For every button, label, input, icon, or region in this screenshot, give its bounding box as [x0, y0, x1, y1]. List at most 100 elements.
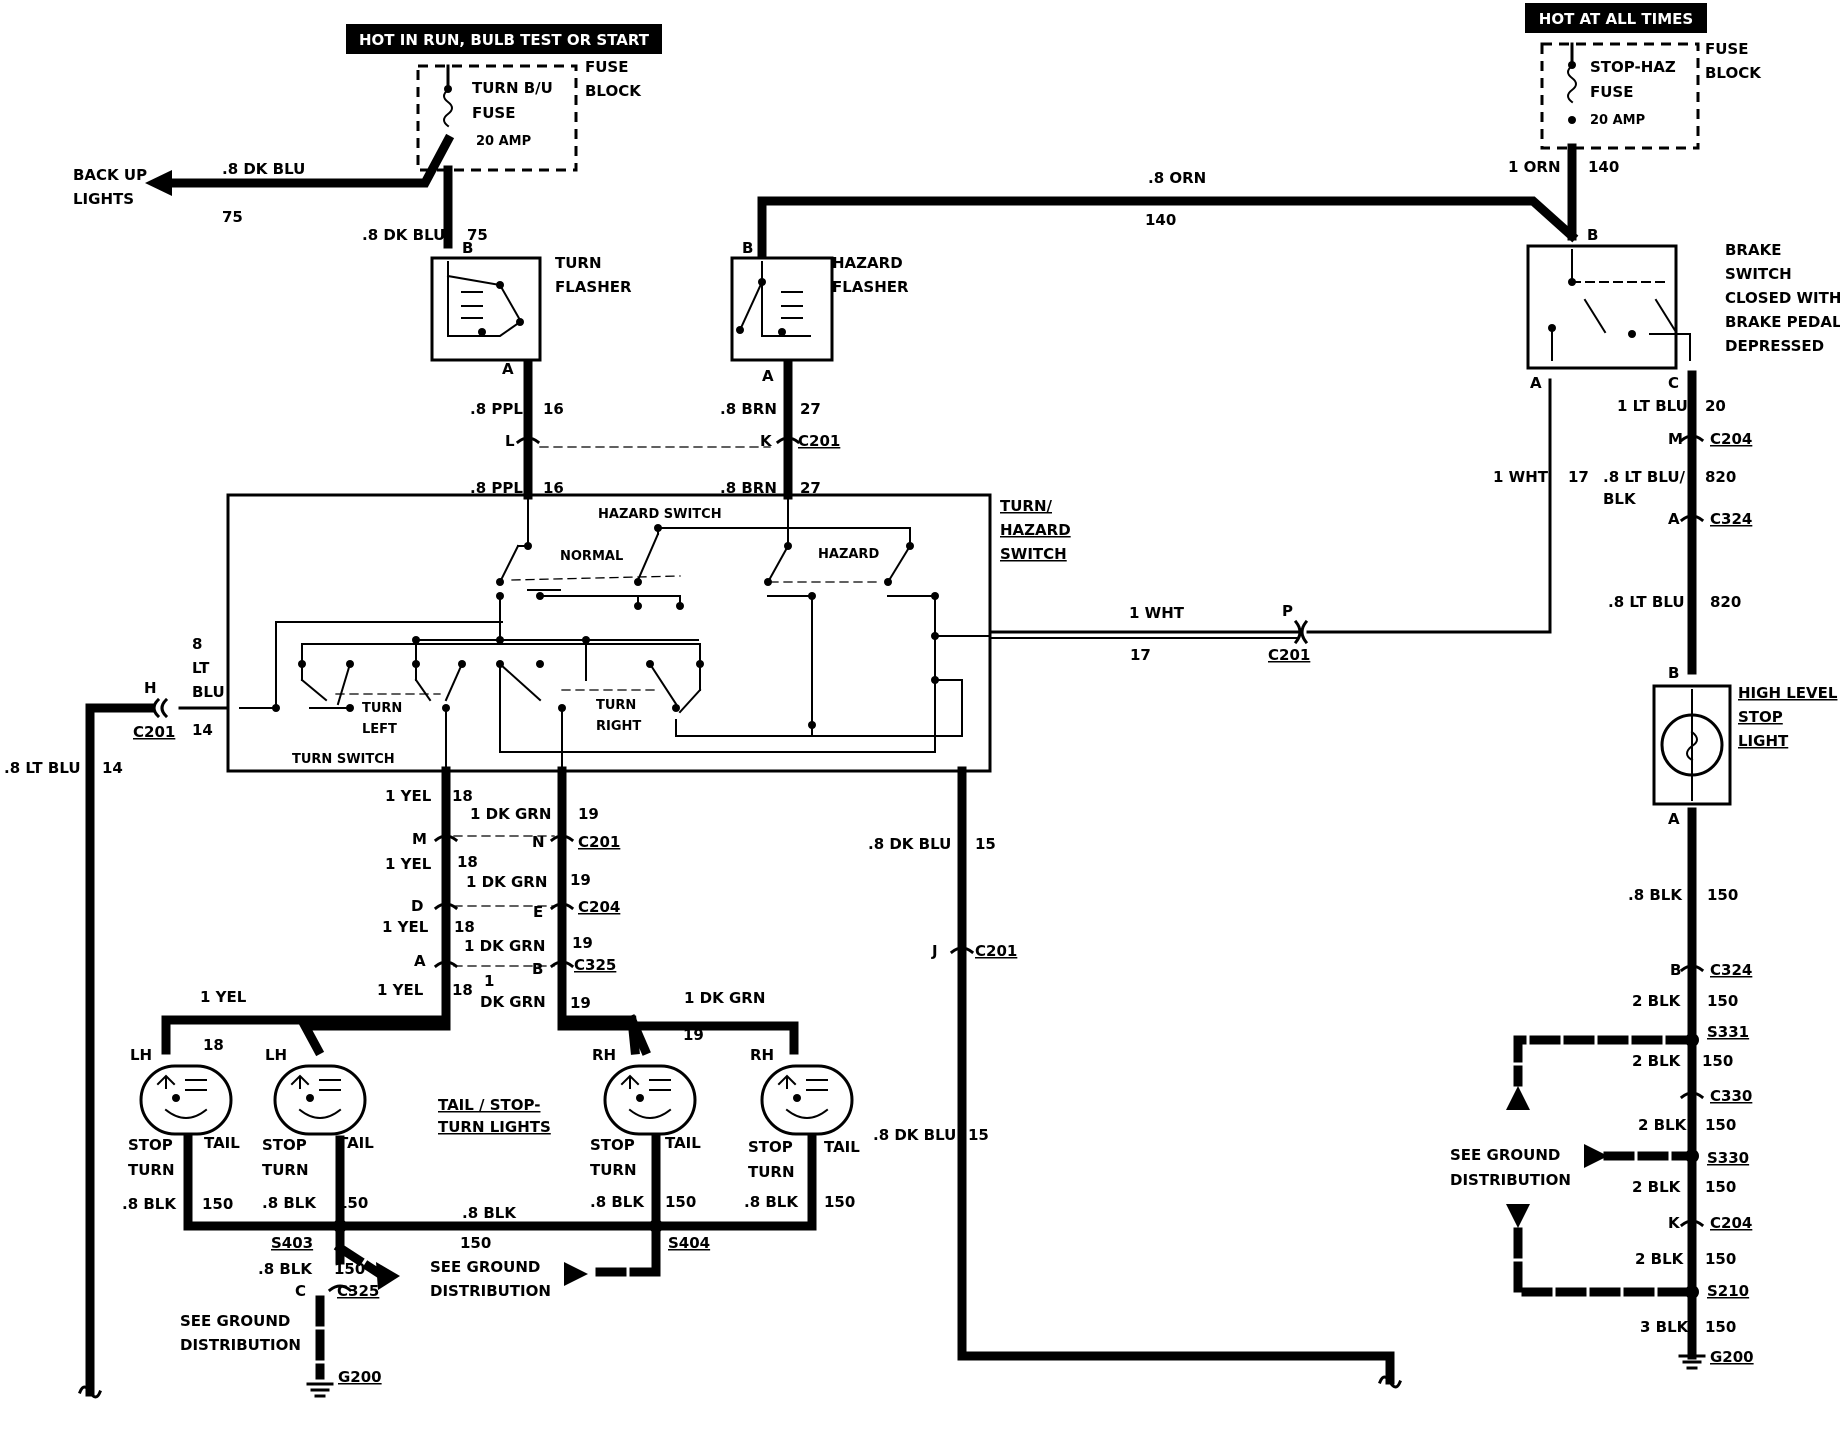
banner-hot-at-all-times: HOT AT ALL TIMES: [1525, 3, 1707, 33]
high-level-ground: .8 BLK 150 B C324 2 BLK 150 S331 2 BLK 1…: [1450, 807, 1754, 1370]
lamp2-tail: TAIL: [338, 1134, 374, 1152]
turn-flasher-label: TURN: [555, 254, 602, 272]
lamp-lh-1-label: LH: [130, 1046, 152, 1064]
hl-ground-see-2: DISTRIBUTION: [1450, 1171, 1571, 1189]
yel-1: 1 YEL: [385, 787, 432, 805]
fuse-left-name2: FUSE: [472, 104, 515, 122]
yel-3: 1 YEL: [382, 918, 429, 936]
white-wire-right-circuit: 17: [1568, 468, 1589, 486]
fuse-right-name: STOP-HAZ: [1590, 58, 1676, 76]
lamp-ground-see-low-2: DISTRIBUTION: [180, 1336, 301, 1354]
orn-feed-wire: .8 ORN 140 1 ORN 140: [757, 143, 1619, 257]
grn-4a: 1: [484, 972, 494, 990]
hazard-flasher-pin-a: A: [762, 367, 774, 385]
hazard-flasher-label2: FLASHER: [832, 278, 909, 296]
lamp-ground-see-low-1: SEE GROUND: [180, 1312, 290, 1330]
lamp1-stop: STOP: [128, 1136, 173, 1154]
lamp-ground-conn: C325: [337, 1282, 379, 1300]
brake-switch-label-5: DEPRESSED: [1725, 337, 1824, 355]
ground-down-arrow-icon: [1506, 1204, 1530, 1228]
hl-ground-w6: 2 BLK: [1635, 1250, 1685, 1268]
hl-ground-c4: 150: [1705, 1116, 1736, 1134]
hl-ground-c5: 150: [1705, 1178, 1736, 1196]
lamp-rh-inner: [603, 1064, 697, 1136]
yel-grn-conn3: C325: [574, 956, 616, 974]
brake-switch: B BRAKE SWITCH CLOSED WITH BRAKE PEDAL D…: [1526, 226, 1840, 392]
yel-5: 1 YEL: [200, 988, 247, 1006]
ppl-circuit-label: 16: [543, 479, 564, 497]
pin-b: B: [532, 960, 543, 978]
left-lt-blu-feed: 8 LT BLU H C201 14 .8 LT BLU 14: [4, 635, 230, 1399]
lamp4-circuit: 150: [824, 1193, 855, 1211]
lamp4-blk: .8 BLK: [744, 1193, 799, 1211]
grn-c2: 19: [570, 871, 591, 889]
high-level-label-2: STOP: [1738, 708, 1783, 726]
normal-label: NORMAL: [560, 549, 623, 564]
hl-ground-w3: 2 BLK: [1632, 1052, 1682, 1070]
backup-lights-wire: BACK UP LIGHTS .8 DK BLU 75: [73, 133, 455, 226]
grn-5: 1 DK GRN: [684, 989, 765, 1007]
hl-ground-c6: 150: [1705, 1250, 1736, 1268]
brake-switch-pin-a: A: [1530, 374, 1542, 392]
brake-out-w1: 1 LT BLU: [1617, 397, 1688, 415]
left-feed-wire-3: BLU: [192, 683, 225, 701]
brake-out-c1: 20: [1705, 397, 1726, 415]
blu15-c1: 15: [975, 835, 996, 853]
hl-ground-c1: 150: [1707, 886, 1738, 904]
hl-ground-w4: 2 BLK: [1638, 1116, 1688, 1134]
lamp-ground-c-mid: 150: [460, 1234, 491, 1252]
hazard-flasher: B HAZARD FLASHER A .8 BRN 27 K C201 .8 B…: [720, 239, 909, 500]
hl-ground-pin-b: B: [1670, 961, 1681, 979]
lamp-ground-g200: G200: [338, 1368, 382, 1386]
fuse-right-block2: BLOCK: [1705, 64, 1762, 82]
lamp2-blk: .8 BLK: [262, 1194, 317, 1212]
yel-c1: 18: [452, 787, 473, 805]
yel-c5: 18: [203, 1036, 224, 1054]
left-feed-wire-2: LT: [192, 659, 210, 677]
lamp3-tail: TAIL: [665, 1134, 701, 1152]
ppl-wire-label: .8 PPL: [470, 479, 523, 497]
hl-ground-c3: 150: [1702, 1052, 1733, 1070]
turn-hazard-title-2: HAZARD: [1000, 521, 1071, 539]
fuse-left-block2: BLOCK: [585, 82, 642, 100]
yel-grn-wires: 1 YEL 18 1 DK GRN 19 M N C201 1 YEL 18 1…: [161, 766, 799, 1057]
lamp1-blk: .8 BLK: [122, 1195, 177, 1213]
high-level-label-1: HIGH LEVEL: [1738, 684, 1838, 702]
lamp-rh-2-label: RH: [750, 1046, 774, 1064]
left-feed-wire-1: 8: [192, 635, 202, 653]
hazard-flasher-pin-b: B: [742, 239, 753, 257]
lamp-ground-blk-mid: .8 BLK: [462, 1204, 517, 1222]
hazard-flasher-label: HAZARD: [832, 254, 903, 272]
hl-ground-c2: 150: [1707, 992, 1738, 1010]
yel-grn-conn2: C204: [578, 898, 620, 916]
lamp3-stop: STOP: [590, 1136, 635, 1154]
turn-flasher: .8 DK BLU 75 B TURN FLASHER A .8 PPL 16 …: [362, 165, 632, 500]
lamp4-turn: TURN: [748, 1163, 795, 1181]
fuse-block-right: STOP-HAZ FUSE 20 AMP FUSE BLOCK: [1540, 40, 1762, 150]
lamp2-stop: STOP: [262, 1136, 307, 1154]
brake-switch-pin-c: C: [1668, 374, 1679, 392]
grn-3: 1 DK GRN: [464, 937, 545, 955]
brn-wire-label: .8 BRN: [720, 479, 777, 497]
lamp-ground-see-mid-2: DISTRIBUTION: [430, 1282, 551, 1300]
hl-ground-w2: 2 BLK: [1632, 992, 1682, 1010]
orn-wire-label: .8 ORN: [1148, 169, 1206, 187]
turn-flasher-in-circuit: 75: [467, 226, 488, 244]
dk-blu-15-wire: .8 DK BLU 15 J C201 .8 DK BLU 15: [868, 766, 1402, 1389]
banner-hot-in-run: HOT IN RUN, BULB TEST OR START: [346, 24, 662, 54]
turn-left-label-1: TURN: [362, 701, 402, 716]
hazard-flasher-out-wire: .8 BRN: [720, 400, 777, 418]
fuse-right-name2: FUSE: [1590, 83, 1633, 101]
ground-arrow-mid-icon: [376, 1262, 400, 1290]
fuse-right-rating: 20 AMP: [1590, 113, 1645, 128]
hl-ground-w5: 2 BLK: [1632, 1178, 1682, 1196]
turn-hazard-title-1: TURN/: [1000, 497, 1053, 515]
lamp-ground-pin-c: C: [295, 1282, 306, 1300]
ground-right-arrow-icon: [1584, 1144, 1608, 1168]
brake-switch-pin-b: B: [1587, 226, 1598, 244]
lamp-lh-2-label: LH: [265, 1046, 287, 1064]
lamp4-stop: STOP: [748, 1138, 793, 1156]
turn-left-label-2: LEFT: [362, 722, 397, 737]
turn-switch-label: TURN SWITCH: [292, 752, 395, 767]
